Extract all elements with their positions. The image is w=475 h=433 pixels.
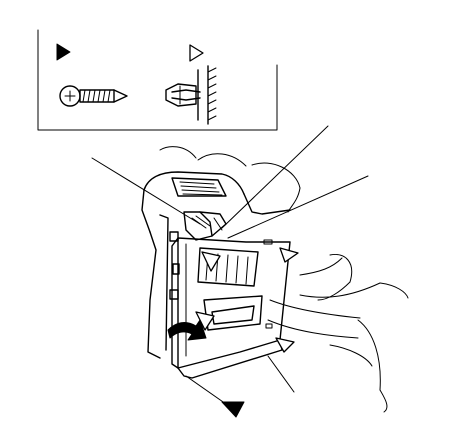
removal-arrow <box>167 319 207 341</box>
clip-callout-3 <box>195 311 215 331</box>
trim-illustration <box>91 125 409 418</box>
trim-panel <box>171 237 291 379</box>
leader-line-3 <box>227 175 369 239</box>
leader-line-4 <box>267 355 295 393</box>
leader-line-1 <box>91 157 201 225</box>
hollow-triangle-marker <box>189 44 204 62</box>
upper-housing <box>141 171 291 233</box>
clip-callout-4 <box>275 337 295 353</box>
clip-callout-1 <box>201 251 221 272</box>
side-column <box>147 214 180 359</box>
screw-icon <box>59 85 128 107</box>
screw-leader-line <box>185 375 227 405</box>
clip-callout-2 <box>279 247 299 263</box>
background-contours <box>159 146 409 413</box>
leader-lines <box>91 125 369 405</box>
clip-icon <box>165 65 217 125</box>
legend-box <box>37 29 278 131</box>
clip-assembly <box>183 211 227 241</box>
solid-triangle-marker <box>56 43 71 61</box>
leader-line-2 <box>221 125 329 229</box>
screw-callout <box>221 401 245 418</box>
legend-item-clip <box>165 44 217 125</box>
legend-item-screw <box>56 43 128 107</box>
